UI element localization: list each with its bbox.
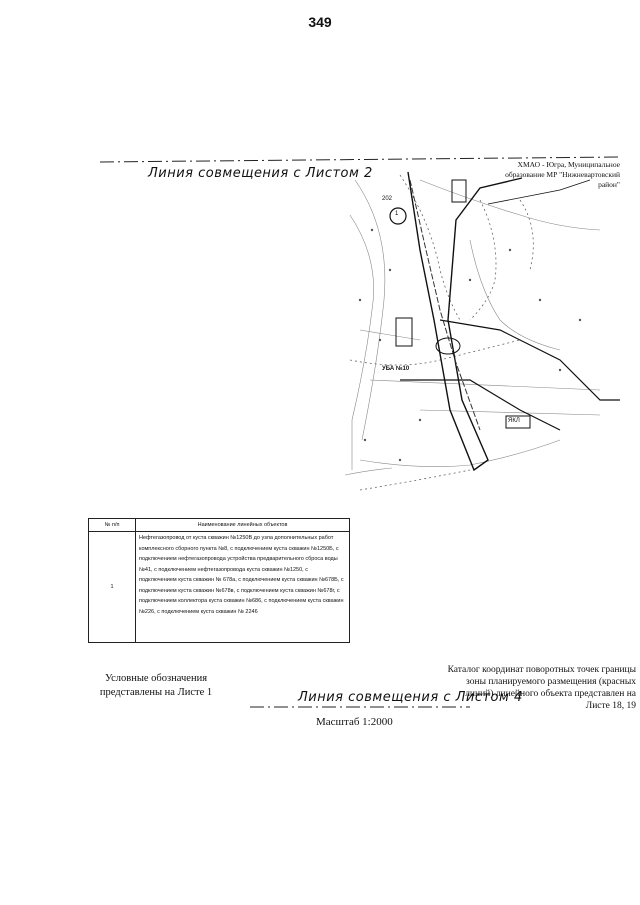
zone-boundary xyxy=(407,171,523,472)
km-mark-label: ЯКЛ xyxy=(508,418,520,424)
point-marker-label: 1 xyxy=(395,211,399,217)
match-line-top-rule xyxy=(99,156,621,163)
scale-label: Масштаб 1:2000 xyxy=(316,716,393,728)
terrain-hatching xyxy=(344,179,601,476)
pad-symbol xyxy=(435,337,461,355)
zone-boundary-east xyxy=(439,319,620,401)
zone-boundary-south xyxy=(400,379,561,431)
table-cell-desc: Нефтегазопровод от куста скважин №1250В … xyxy=(135,531,350,643)
admin-region-label: ХМАО - Югра, Муниципальное образование М… xyxy=(505,160,620,189)
match-line-bottom-label: Линия совмещения с Листом 4 xyxy=(298,690,523,705)
pipeline-route xyxy=(409,179,481,431)
linear-objects-table: № п/п Наименование линейных объектов 1 Н… xyxy=(88,518,350,643)
table-cell-num: 1 xyxy=(88,531,136,643)
facility-box-2 xyxy=(451,179,467,203)
facility-label: УБА №10 xyxy=(382,366,410,372)
page-number: 349 xyxy=(308,14,332,30)
legend-note: Условные обозначения представлены на Лис… xyxy=(99,673,213,698)
elevation-marks xyxy=(358,228,582,462)
facility-box xyxy=(395,317,413,347)
match-line-top-label: Линия совмещения с Листом 2 xyxy=(148,166,373,181)
catalog-note: Каталог координат поворотных точек грани… xyxy=(447,665,636,711)
elevation-label: 202 xyxy=(382,196,393,202)
km-marker-box xyxy=(505,415,531,429)
table-row: 1 Нефтегазопровод от куста скважин №1250… xyxy=(88,531,350,643)
table-header-num: № п/п xyxy=(88,518,136,532)
admin-leader-line xyxy=(487,179,591,205)
table-header-name: Наименование линейных объектов xyxy=(135,518,350,532)
dotted-contours xyxy=(349,174,534,491)
point-marker-circle xyxy=(389,207,407,225)
